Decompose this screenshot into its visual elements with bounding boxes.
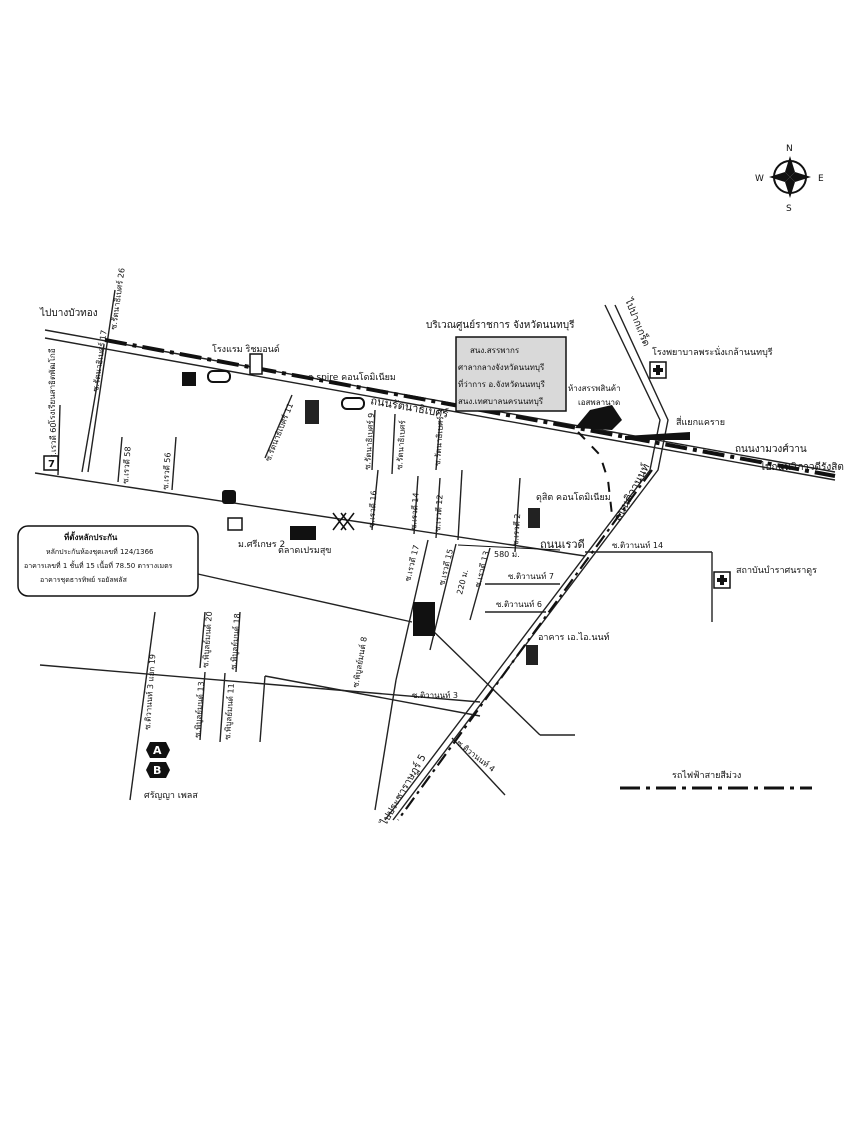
- gov-box-line-3: ที่ว่าการ อ.จังหวัดนนทบุรี: [458, 378, 546, 389]
- label-esplanade-1: ห้างสรรพสินค้า: [568, 384, 621, 393]
- dusit-building-icon: [528, 508, 540, 528]
- label-ao-building: อาคาร เอ.ไอ.นนท์: [538, 631, 610, 643]
- compass-rose-icon: N S E W: [755, 144, 824, 214]
- soi-phiboon-20: ซ.พิบูลย์มนต์ 20: [200, 611, 215, 668]
- hotel-building-icon: [249, 353, 263, 375]
- callout-title: ที่ตั้งหลักประกัน: [64, 531, 118, 542]
- callout-line-3: อาคารชุดธารทิพย์ รอยัลพลัส: [40, 576, 128, 584]
- label-dusit-condo: ดุสิต คอนโดมิเนียม: [536, 492, 611, 503]
- soi-rewadee-2: ซ.เรวดี 2: [511, 513, 522, 546]
- soi-rewadee-15: ซ.เรวดี 15: [437, 548, 455, 586]
- aspire-building-icon: [305, 400, 319, 424]
- road-name-rewadee: ถนนเรวดี: [540, 538, 585, 551]
- compass-north: N: [786, 144, 793, 154]
- label-bang-bua-thong: ไปบางบัวทอง: [39, 307, 98, 319]
- legend: รถไฟฟ้าสายสีม่วง: [620, 770, 812, 790]
- soi-rewadee-60: ซ.เรวดี 60: [49, 423, 58, 460]
- label-hospital: โรงพยาบาลพระนั่งเกล้านนทบุรี: [652, 345, 773, 358]
- crossing-icon: [332, 512, 355, 531]
- market-icon: [290, 526, 316, 540]
- station-icons: [207, 370, 690, 440]
- soi-tiwanon-6: ซ.ติวานนท์ 6: [496, 599, 542, 609]
- collateral-site-marker: [413, 602, 435, 636]
- label-intersection: สี่แยกแคราย: [676, 415, 725, 428]
- landmark-icon: [182, 372, 196, 386]
- soi-rewadee-17: ซ.เรวดี 17: [403, 544, 421, 582]
- legend-label: รถไฟฟ้าสายสีม่วง: [672, 770, 741, 781]
- soi-rattanathibet-3: ซ.รัตนาธิเบศร์ 3: [432, 408, 446, 466]
- soi-rewadee-13: ซ.เรวดี 13: [473, 550, 491, 588]
- landmark-icon-2: [222, 490, 236, 504]
- compass-east: E: [818, 174, 824, 184]
- soi-phiboon-8: ซ.พิบูลย์มนต์ 8: [350, 636, 370, 689]
- compass-south: S: [786, 204, 792, 214]
- soi-rewadee-56: ซ.เรวดี 56: [161, 452, 173, 490]
- marker-a-label: A: [153, 744, 162, 757]
- soi-tiwanon-3: ซ.ติวานนท์ 3: [412, 690, 458, 700]
- gov-center-box: [455, 336, 567, 412]
- label-hotel: โรงแรม ริชมอนด์: [212, 343, 280, 355]
- gov-box-line-2: ศาลากลางจังหวัดนนทบุรี: [458, 363, 545, 372]
- marker-b-label: B: [153, 764, 161, 777]
- soi-rattanathibet-9: ซ.รัตนาธิเบศร์ 9: [362, 412, 376, 470]
- label-school: โรงเรียนสาธิตพัฒโกอี: [47, 348, 57, 424]
- distance-580: 580 ม.: [494, 550, 520, 559]
- marker-ab: A B: [146, 742, 170, 778]
- soi-rattanathibet: ซ.รัตนาธิเบศร์: [394, 419, 407, 470]
- compass-west: W: [755, 174, 764, 184]
- collateral-callout: ที่ตั้งหลักประกัน หลักประกันห้องชุดเลขที…: [17, 525, 199, 597]
- road-name-tiwanon: ถนนติวานนท์: [611, 461, 652, 523]
- gov-box-line-4: สนง.เทศบาลนครนนทบุรี: [458, 397, 544, 406]
- label-esplanade-2: เอสพลานาด: [578, 398, 620, 407]
- soi-rewadee-14: ซ.เรวดี 14: [409, 492, 421, 530]
- soi-rattanathibet-26: ซ.รัตนาธิเบศร์ 26: [108, 267, 127, 330]
- label-aspire: a spire คอนโดมิเนียม: [308, 372, 396, 383]
- label-market: ตลาดเปรมสุข: [278, 546, 331, 556]
- road-network: [34, 289, 836, 821]
- soi-rattanathibet-11: ซ.รัตนาธิเบศร์ 11: [263, 401, 296, 462]
- label-gov-area: บริเวณศูนย์ราชการ จังหวัดนนทบุรี: [426, 319, 575, 331]
- seven-eleven-icon: [43, 455, 59, 471]
- distance-220: 220 ม.: [455, 568, 470, 595]
- label-ms: ม.ศรีเกษร 2: [238, 539, 285, 550]
- soi-rewadee-58: ซ.เรวดี 58: [121, 446, 133, 484]
- soi-tiwanon-14: ซ.ติวานนท์ 14: [612, 540, 663, 550]
- hospital-cross-icon: [649, 361, 667, 379]
- label-vibhavadi: ไปถนนวิภาวดีรังสิต: [759, 461, 844, 473]
- soi-tiwanon-4: ซ.ติวานนท์ 4: [455, 738, 497, 774]
- road-name-ngamwongwan: ถนนงามวงศ์วาน: [735, 443, 807, 455]
- dashed-connector: [577, 431, 613, 516]
- esplanade-icon: [575, 405, 622, 430]
- gov-box-line-1: สนง.สรรพากร: [470, 346, 520, 355]
- callout-line-1: หลักประกันห้องชุดเลขที่ 124/1366: [46, 547, 154, 556]
- label-pak-kret: ไปปากเกร็ด: [622, 295, 654, 348]
- soi-rewadee-16: ซ.เรวดี 16: [367, 490, 379, 528]
- label-place-ab: ศรัญญา เพลส: [144, 791, 198, 801]
- institute-cross-icon: [713, 571, 731, 589]
- ao-building-icon: [526, 645, 538, 665]
- soi-phiboon-18: ซ.พิบูลย์มนต์ 18: [228, 613, 243, 670]
- label-pracharaj-5: ไปประชาราษฎร์ 5: [378, 752, 429, 828]
- soi-tiwanon-7: ซ.ติวานนท์ 7: [508, 571, 554, 581]
- label-seven: 7: [48, 459, 55, 470]
- label-institute: สถาบันบำราศนราดูร: [736, 565, 817, 576]
- soi-phiboon-13: ซ.พิบูลย์มนต์ 13: [192, 681, 207, 738]
- soi-rewadee-12: ซ.เรวดี 12: [433, 494, 445, 532]
- callout-line-2: อาคารเลขที่ 1 ชั้นที่ 15 เนื้อที่ 78.50 …: [24, 559, 173, 570]
- ms-icon: [227, 517, 243, 531]
- distance-580-line: [457, 544, 561, 551]
